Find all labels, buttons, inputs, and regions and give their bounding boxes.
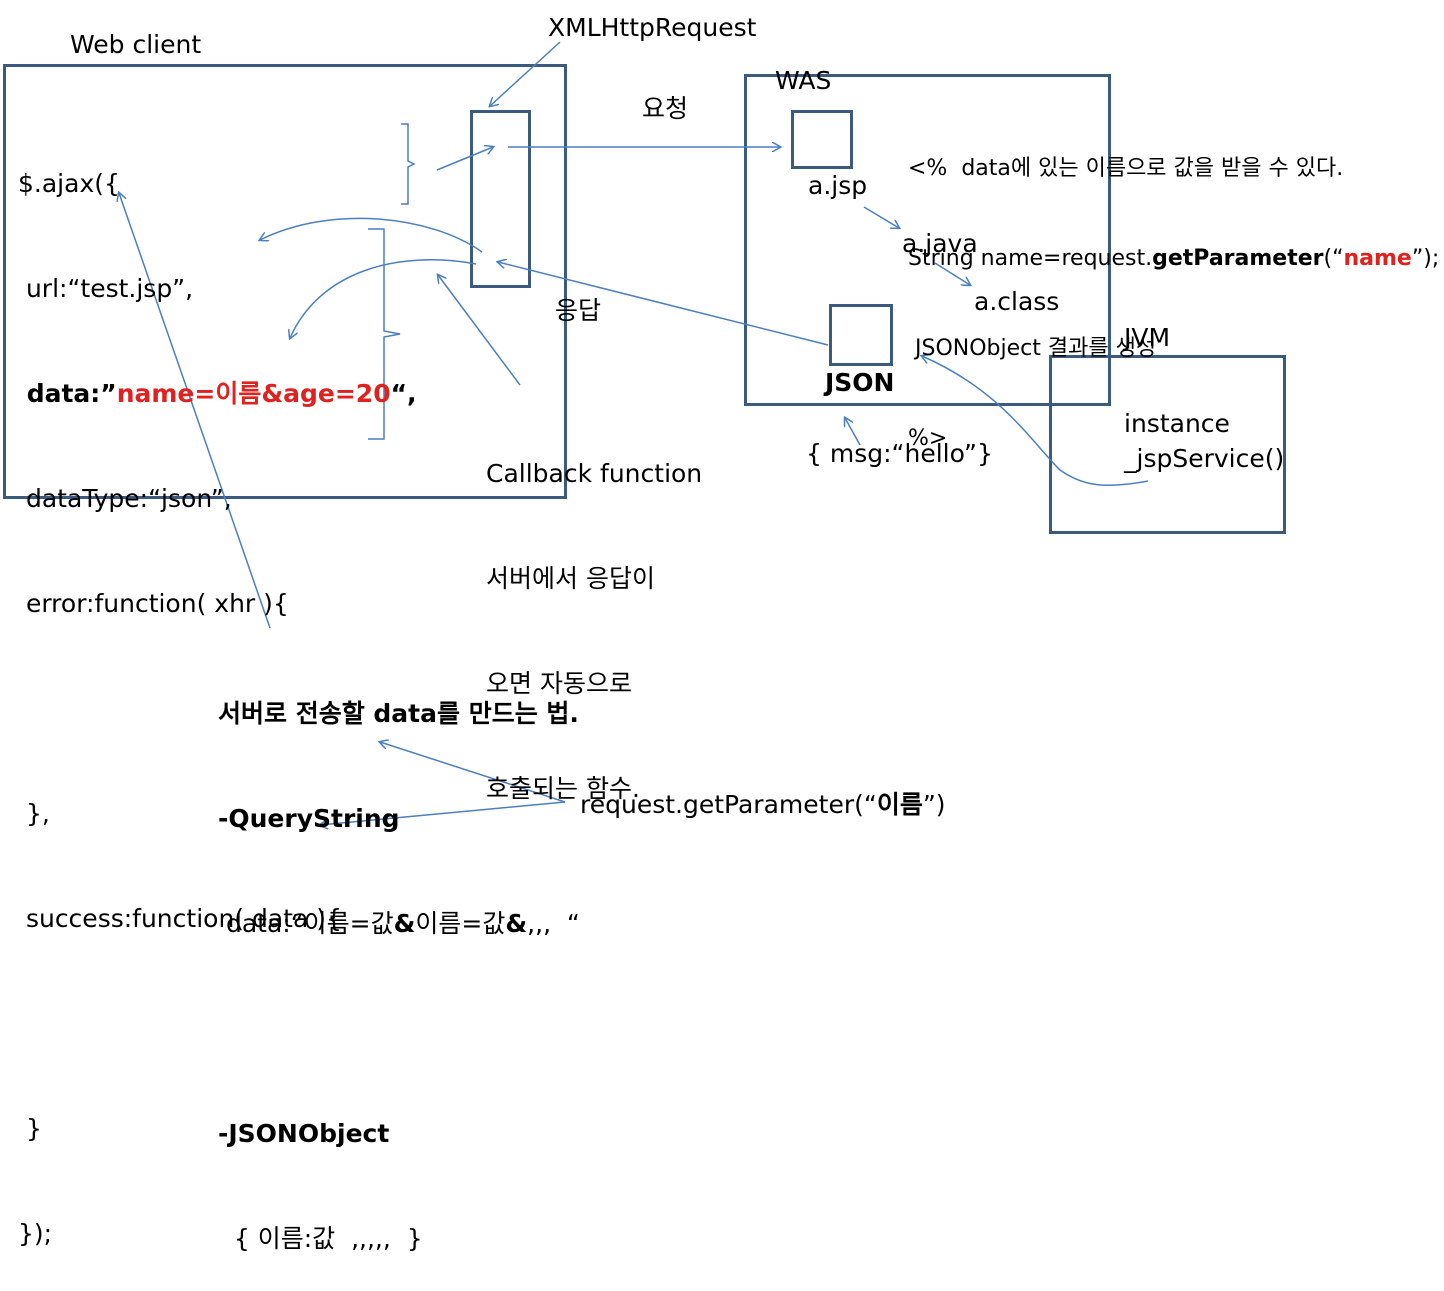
- qs-example-b: 이름=값: [415, 909, 506, 938]
- was-box: [744, 74, 1111, 406]
- diagram-connectors: [0, 41, 1149, 976]
- a-class-label: a.class: [974, 287, 1060, 316]
- json-example: { msg:“hello”}: [806, 439, 993, 468]
- jsonobject-example: { 이름:값 ,,,,, }: [218, 1224, 423, 1253]
- jsp-note-line-1: <% data에 있는 이름으로 값을 받을 수 있다.: [908, 156, 1344, 181]
- jsp-note-2d: name: [1343, 246, 1412, 271]
- jsp-note-2e: ”);: [1411, 246, 1440, 271]
- getparameter-note: request.getParameter(“이름”): [580, 787, 946, 822]
- code-line-4: dataType:“json”,: [18, 484, 232, 513]
- brace-callbacks: [368, 228, 401, 440]
- qs-example-amp2: &: [505, 909, 528, 938]
- arrow-service-to-json: [922, 356, 1149, 486]
- jsp-note-2a: String name=request.: [908, 246, 1153, 271]
- jsp-note-line-4: %>: [908, 426, 948, 451]
- code-data-end: “,: [390, 379, 417, 408]
- jsp-note-2b: getParameter: [1152, 246, 1324, 271]
- bottom-title: 서버로 전송할 data를 만드는 법.: [218, 699, 579, 728]
- callback-line-3: 오면 자동으로: [486, 669, 632, 698]
- a-jsp-label: a.jsp: [808, 171, 868, 200]
- querystring-example: data:“이름=값&이름=값&,,, “: [218, 906, 580, 941]
- arrow-data-to-xhr: [436, 147, 493, 171]
- callback-line-2: 서버에서 응답이: [486, 564, 655, 593]
- arrow-title-to-data: [119, 193, 271, 629]
- code-line-1: $.ajax({: [18, 169, 120, 198]
- response-label: 응답: [555, 296, 602, 325]
- arrow-xhr-label: [490, 41, 561, 106]
- code-line-7: success:function( data ){: [18, 904, 342, 933]
- jsp-note: <% data에 있는 이름으로 값을 받을 수 있다. String name…: [908, 94, 1439, 484]
- json-label: JSON: [825, 368, 895, 397]
- request-label: 요청: [642, 94, 689, 123]
- a-java-label: a.java: [902, 229, 978, 258]
- jsonobject-heading: -JSONObject: [218, 1119, 390, 1148]
- xmlhttprequest-box: [470, 110, 531, 288]
- jsp-note-line-2: String name=request.getParameter(“name”)…: [908, 244, 1439, 274]
- arrow-jsp-java: [863, 206, 899, 228]
- arrow-getparam-json: [320, 801, 566, 825]
- jsp-service-label: _jspService(): [1124, 444, 1285, 473]
- json-box: [829, 304, 893, 366]
- code-data-value: name=이름&age=20: [116, 379, 391, 408]
- getparam-a: request.getParameter(“: [580, 790, 877, 819]
- code-line-data: data:”name=이름&age=20“,: [18, 376, 417, 411]
- arrow-to-success: [290, 259, 477, 338]
- code-data-key: data:”: [18, 379, 117, 408]
- callback-line-1: Callback function: [486, 459, 703, 488]
- brace-data: [401, 123, 416, 205]
- arrow-java-class: [934, 262, 970, 285]
- getparam-c: ”): [922, 790, 946, 819]
- arrow-response: [498, 262, 829, 346]
- xmlhttprequest-label: XMLHttpRequest: [548, 13, 757, 42]
- qs-example-a: data:“이름=값: [218, 909, 394, 938]
- was-label: WAS: [775, 66, 832, 95]
- getparam-b: 이름: [876, 790, 923, 819]
- code-line-5: error:function( xhr ){: [18, 589, 289, 618]
- web-client-label: Web client: [70, 30, 202, 59]
- arrow-getparam-qs: [380, 742, 566, 803]
- querystring-heading: -QueryString: [218, 804, 400, 833]
- qs-example-c: ,,, “: [527, 909, 580, 938]
- jvm-box: [1049, 355, 1286, 534]
- callback-line-4: 호출되는 함수.: [486, 774, 640, 803]
- code-line-6: },: [18, 799, 50, 828]
- jsp-note-2c: (“: [1323, 246, 1344, 271]
- code-line-2: url:“test.jsp”,: [18, 274, 194, 303]
- arrow-to-error: [260, 217, 483, 253]
- a-jsp-box: [791, 110, 853, 169]
- bottom-blank: [218, 1011, 580, 1046]
- callback-note: Callback function 서버에서 응답이 오면 자동으로 호출되는 …: [486, 386, 702, 841]
- arrow-callback-label: [438, 275, 521, 386]
- jvm-label: JVM: [1124, 323, 1171, 352]
- arrow-json-example: [845, 418, 861, 446]
- qs-example-amp1: &: [393, 909, 416, 938]
- web-client-box: [3, 64, 567, 499]
- bottom-notes: 서버로 전송할 data를 만드는 법. -QueryString data:“…: [218, 626, 580, 1291]
- instance-label: instance: [1124, 409, 1230, 438]
- jsp-note-line-3: JSONObject 결과를 생성: [908, 336, 1157, 361]
